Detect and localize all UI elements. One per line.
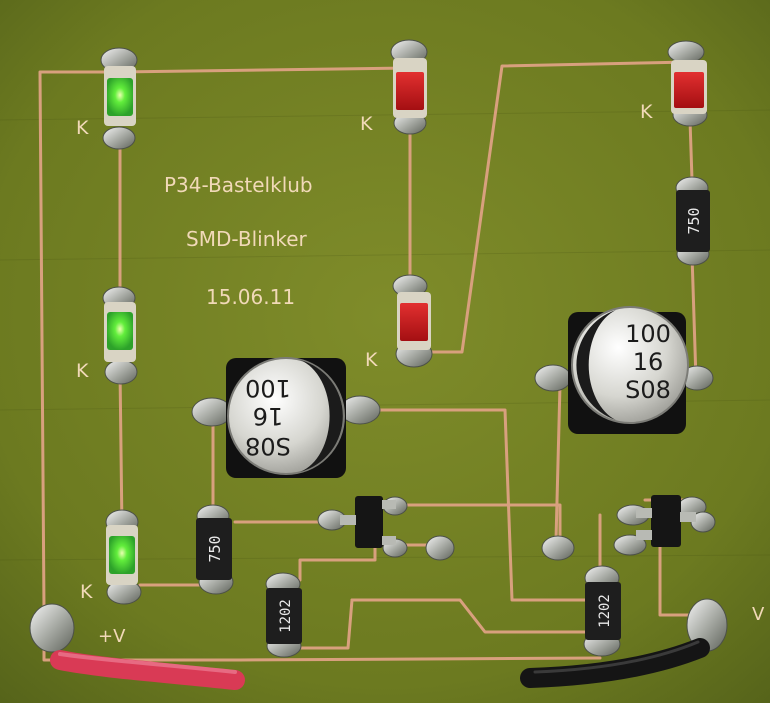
- cathode-label-green-1: K: [76, 117, 89, 139]
- minus-v-label: V: [752, 604, 765, 625]
- transistor-left: [340, 496, 396, 548]
- cathode-label-green-2: K: [76, 360, 89, 382]
- black-ground-wire: [520, 638, 710, 688]
- cathode-label-red-2: K: [365, 349, 378, 371]
- resistor-750-left: 750: [196, 518, 232, 580]
- resistor-1202-right-label: 1202: [597, 594, 613, 628]
- resistor-1202-left: 1202: [266, 588, 302, 644]
- capacitor-left-line2: 16: [253, 402, 284, 430]
- resistor-750-left-label: 750: [206, 535, 224, 562]
- capacitor-right-line1: 100: [625, 320, 671, 348]
- cathode-label-green-3: K: [80, 581, 93, 603]
- resistor-1202-right: 1202: [585, 582, 621, 640]
- transistor-right: [636, 495, 696, 547]
- board-title: P34-Bastelklub: [164, 173, 313, 197]
- green-led-1: [104, 66, 136, 126]
- plus-v-label: +V: [98, 626, 126, 647]
- capacitor-right-line3: S08: [625, 376, 671, 404]
- capacitor-left-line1: 100: [245, 374, 291, 402]
- resistor-750-right: 750: [676, 190, 710, 252]
- red-power-wire: [50, 650, 245, 690]
- red-led-2: [397, 292, 431, 350]
- board-date: 15.06.11: [206, 285, 295, 309]
- board-subtitle: SMD-Blinker: [186, 227, 308, 251]
- capacitor-right-line2: 16: [633, 348, 664, 376]
- capacitor-left-line3: S08: [245, 432, 291, 460]
- cathode-label-red-3: K: [640, 101, 653, 123]
- capacitor-right: 100 16 S08: [568, 306, 689, 434]
- capacitor-left: S08 16 100: [226, 357, 346, 478]
- red-led-3: [671, 60, 707, 114]
- cathode-label-red-1: K: [360, 113, 373, 135]
- green-led-3: [106, 525, 138, 585]
- resistor-1202-left-label: 1202: [278, 599, 294, 633]
- green-led-2: [104, 302, 136, 362]
- resistor-750-right-label: 750: [685, 207, 703, 234]
- red-led-1: [393, 58, 427, 118]
